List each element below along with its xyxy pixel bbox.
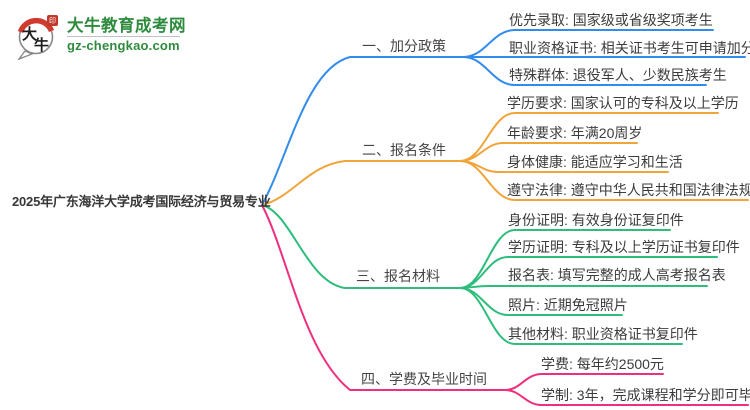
node-item: 年龄要求: 年满20周岁 <box>507 125 643 141</box>
node-item: 学费: 每年约2500元 <box>541 356 664 372</box>
brand-domain: gz-chengkao.com <box>67 36 180 53</box>
node-item: 身份证明: 有效身份证复印件 <box>508 212 684 228</box>
red-hat-icon <box>17 17 55 34</box>
branch-3-lines <box>261 204 718 345</box>
node-item: 优先录取: 国家级或省级奖项考生 <box>509 12 713 28</box>
branch-4-lines <box>261 204 749 406</box>
branch-2-lines <box>261 112 749 206</box>
logo-char-niu: 牛 <box>34 36 49 54</box>
node-item: 特殊群体: 退役军人、少数民族考生 <box>509 67 727 83</box>
logo-mark-icon: 大 牛 印 <box>17 15 58 60</box>
branch-label-bonus-policy: 一、加分政策 <box>362 38 446 54</box>
branch-1-lines <box>261 29 746 206</box>
node-item: 照片: 近期免冠照片 <box>508 297 628 313</box>
logo-char-da: 大 <box>22 25 37 43</box>
node-item: 报名表: 填写完整的成人高考报名表 <box>508 267 726 283</box>
node-item: 学历证明: 专科及以上学历证书复印件 <box>508 239 740 255</box>
node-item: 遵守法律: 遵守中华人民共和国法律法规 <box>507 182 750 198</box>
node-item: 学制: 3年，完成课程和学分即可毕业 <box>541 387 750 403</box>
branch-label-conditions: 二、报名条件 <box>362 142 446 158</box>
site-logo[interactable]: 大 牛 印 大牛教育成考网 gz-chengkao.com <box>14 10 186 60</box>
seal-char: 印 <box>49 17 56 25</box>
branch-label-materials: 三、报名材料 <box>356 268 440 284</box>
central-topic: 2025年广东海洋大学成考国际经济与贸易专业 <box>12 194 271 209</box>
node-item: 身体健康: 能适应学习和生活 <box>507 154 683 170</box>
node-item: 职业资格证书: 相关证书考生可申请加分 <box>509 40 750 56</box>
brand-title: 大牛教育成考网 <box>67 17 186 35</box>
seal-icon <box>47 15 58 26</box>
node-item: 其他材料: 职业资格证书复印件 <box>508 326 698 342</box>
node-item: 学历要求: 国家认可的专科及以上学历 <box>507 95 739 111</box>
branch-label-tuition: 四、学费及毕业时间 <box>361 371 487 387</box>
